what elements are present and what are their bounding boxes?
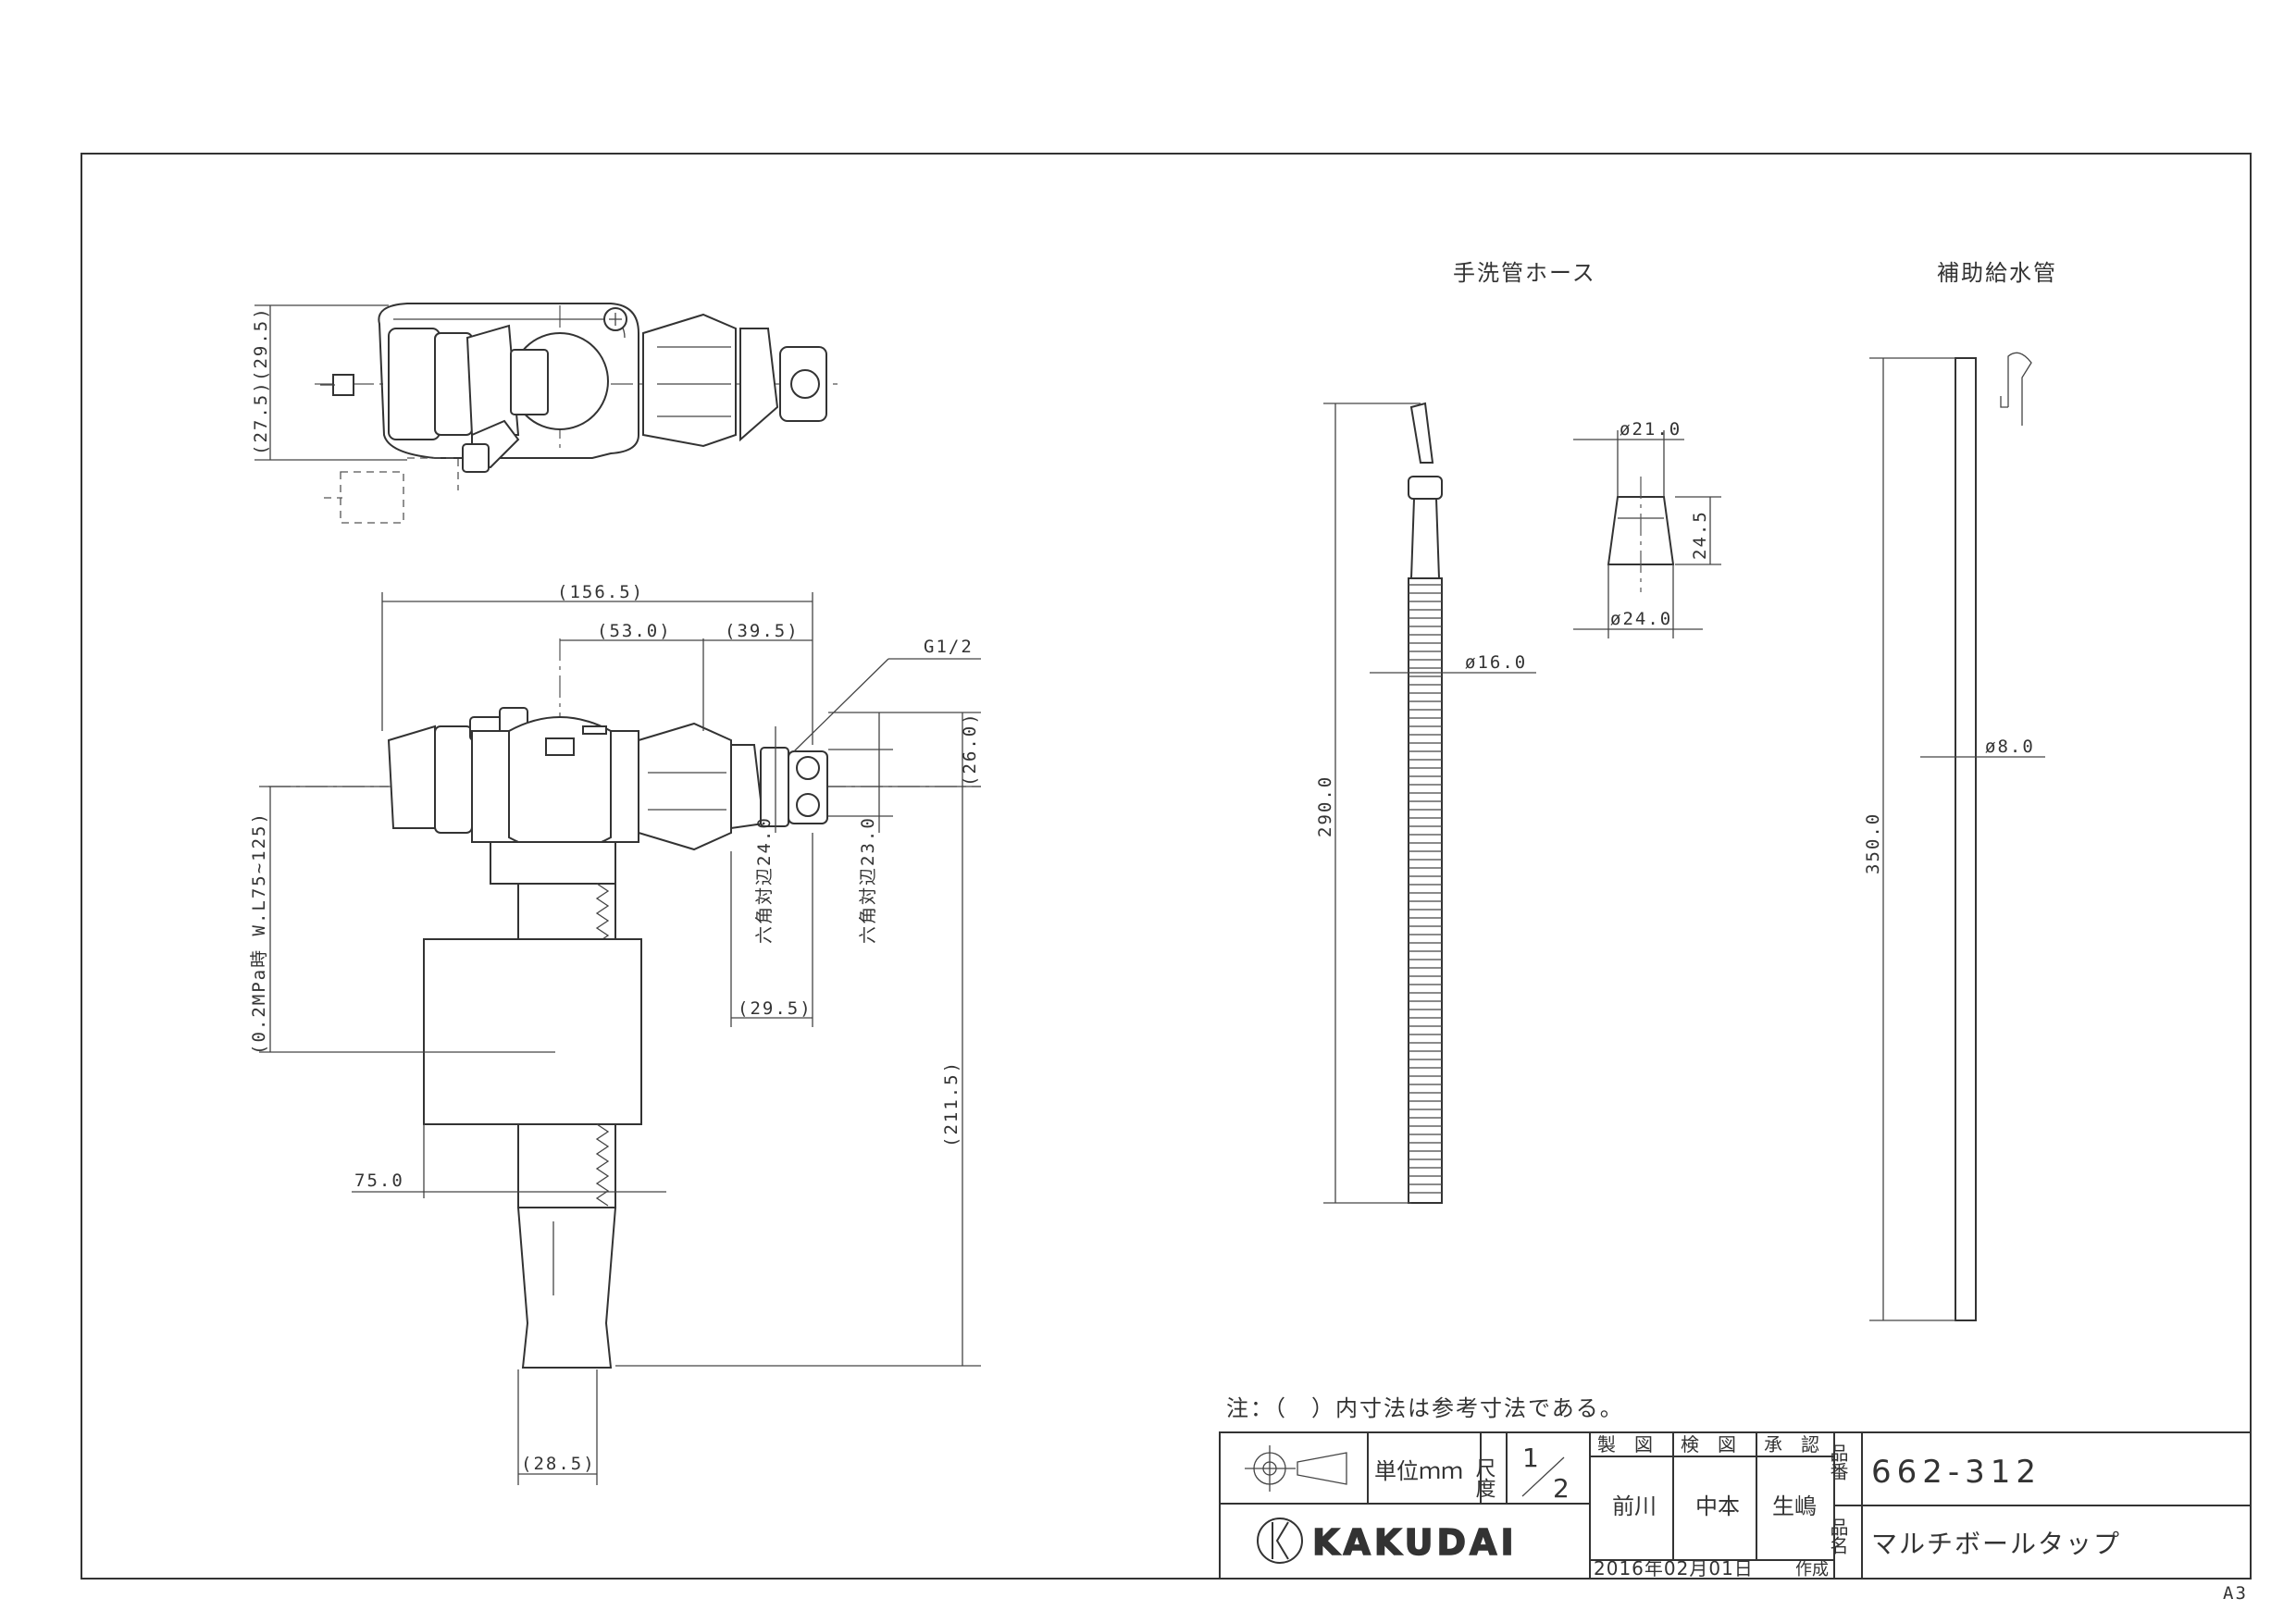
scale-numerator: 1: [1522, 1443, 1539, 1473]
aux-supply-pipe: 補助給水管 350.0 ø8.0: [1863, 260, 2057, 1321]
hose-title: 手洗管ホース: [1453, 260, 1596, 286]
dim-156-5: (156.5): [557, 582, 644, 602]
note: 注：（ ）内寸法は参考寸法である。: [1226, 1395, 1624, 1421]
checked-label: 検 図: [1681, 1433, 1736, 1456]
dim-29-5-front: (29.5): [738, 998, 813, 1019]
brand-logo: KAKUDAI: [1312, 1522, 1518, 1563]
created-date: 2016年02月01日: [1594, 1557, 1754, 1580]
dim-26-0: (26.0): [960, 712, 980, 787]
dim-water-level: (0.2MPa時 W.L75~125): [249, 812, 269, 1055]
drawn-by: 前川: [1612, 1493, 1657, 1519]
scale-label: 尺度: [1472, 1457, 1496, 1498]
scale-denominator: 2: [1553, 1473, 1570, 1504]
dim-28-5: (28.5): [521, 1454, 596, 1474]
dim-53-0: (53.0): [597, 621, 672, 641]
dim-cap-dia-bottom: ø24.0: [1610, 609, 1672, 629]
product-name: マルチボールタップ: [1871, 1529, 2121, 1559]
part-no-label: 品番: [1827, 1443, 1849, 1481]
dim-hex-24: 六角対辺24.0: [754, 816, 775, 944]
dim-75-0: 75.0: [354, 1171, 404, 1191]
dim-g1-2: G1/2: [924, 637, 974, 657]
dim-cap-height: 24.5: [1690, 510, 1710, 560]
name-label: 品名: [1827, 1518, 1849, 1555]
sheet-size-label: A3: [2223, 1583, 2248, 1604]
dim-pipe-350: 350.0: [1863, 812, 1883, 874]
drawn-label: 製 図: [1597, 1433, 1653, 1456]
dim-cap-dia-top: ø21.0: [1620, 419, 1682, 440]
dim-211-5: (211.5): [941, 1060, 962, 1147]
dim-pipe-dia: ø8.0: [1985, 737, 2035, 757]
dim-top-27-5: (27.5): [251, 380, 271, 455]
top-view: (29.5) (27.5): [251, 303, 838, 524]
sheet-border: [81, 153, 2252, 1580]
approved-label: 承 認: [1764, 1433, 1819, 1456]
hand-wash-hose: 手洗管ホース 290.0 ø16.0 ø21.0 24.5 ø24.0: [1315, 260, 1721, 1204]
checked-by: 中本: [1695, 1493, 1740, 1519]
title-block: 単位ｍｍ 尺度 1 2 KAKUDAI 製 図 検 図 承 認 前川 中本 生嶋…: [1219, 1431, 2252, 1580]
dim-hose-dia: ø16.0: [1465, 652, 1527, 673]
created-label: 作成: [1795, 1560, 1829, 1580]
dim-39-5: (39.5): [725, 621, 800, 641]
dim-top-29-5: (29.5): [251, 306, 271, 381]
pipe-title: 補助給水管: [1937, 260, 2057, 286]
part-number: 662-312: [1871, 1454, 2042, 1491]
dim-hex-23: 六角対辺23.0: [858, 816, 878, 944]
approved-by: 生嶋: [1772, 1493, 1817, 1519]
unit-label: 単位ｍｍ: [1374, 1458, 1463, 1484]
dim-hose-290: 290.0: [1315, 775, 1335, 837]
front-view: (156.5) (53.0) (39.5) G1/2 (26.0) 六角対辺23…: [249, 582, 981, 1485]
